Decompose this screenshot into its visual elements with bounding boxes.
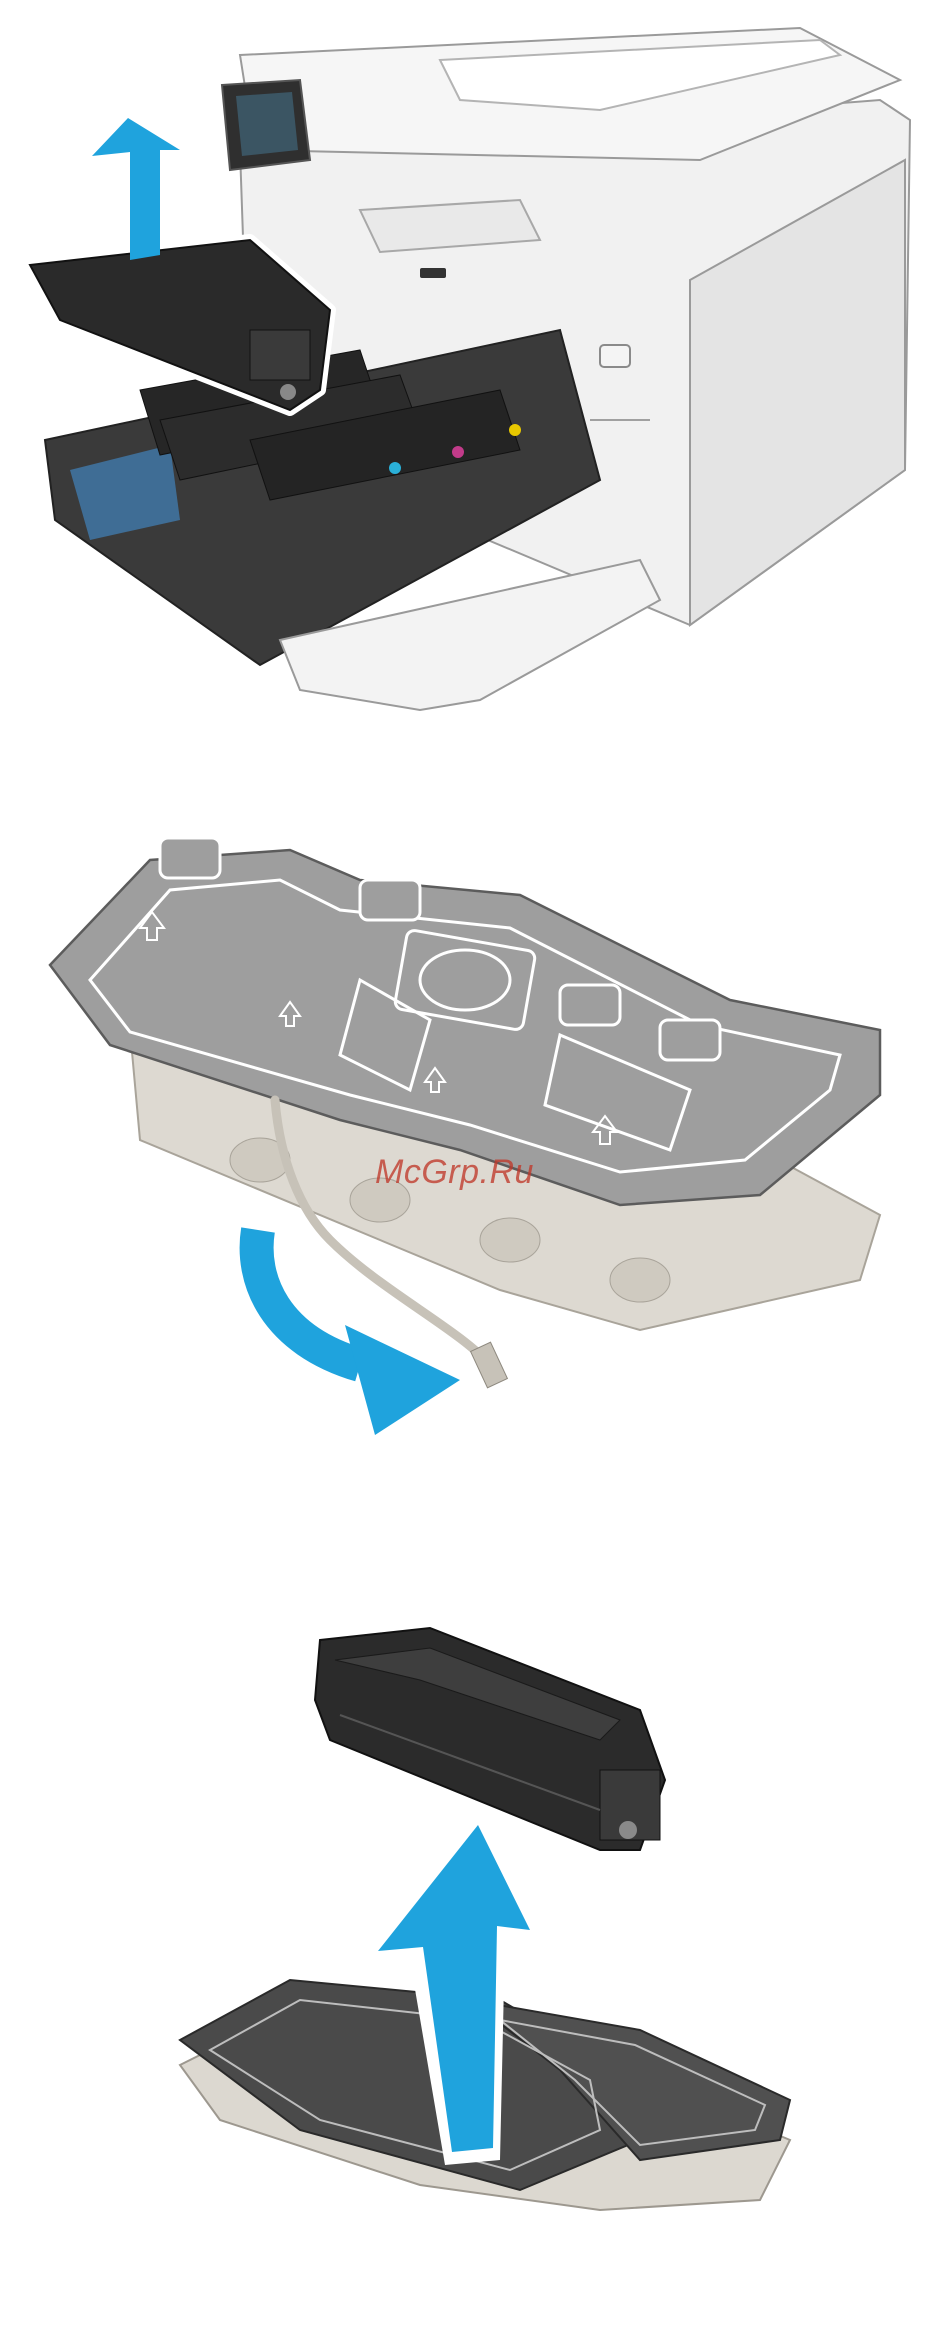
toner-cartridge — [315, 1628, 665, 1850]
watermark-text: McGrp.Ru — [375, 1153, 534, 1192]
arrow-up-icon — [92, 118, 180, 260]
figure-packaging-tray — [0, 820, 936, 1460]
printer-illustration — [0, 0, 936, 720]
figure-cartridge-removed — [0, 1600, 936, 2300]
control-panel — [222, 80, 310, 170]
figure-printer-drawer — [0, 0, 936, 720]
packaging-illustration — [0, 820, 936, 1460]
cartridge-lift-illustration — [0, 1600, 936, 2300]
